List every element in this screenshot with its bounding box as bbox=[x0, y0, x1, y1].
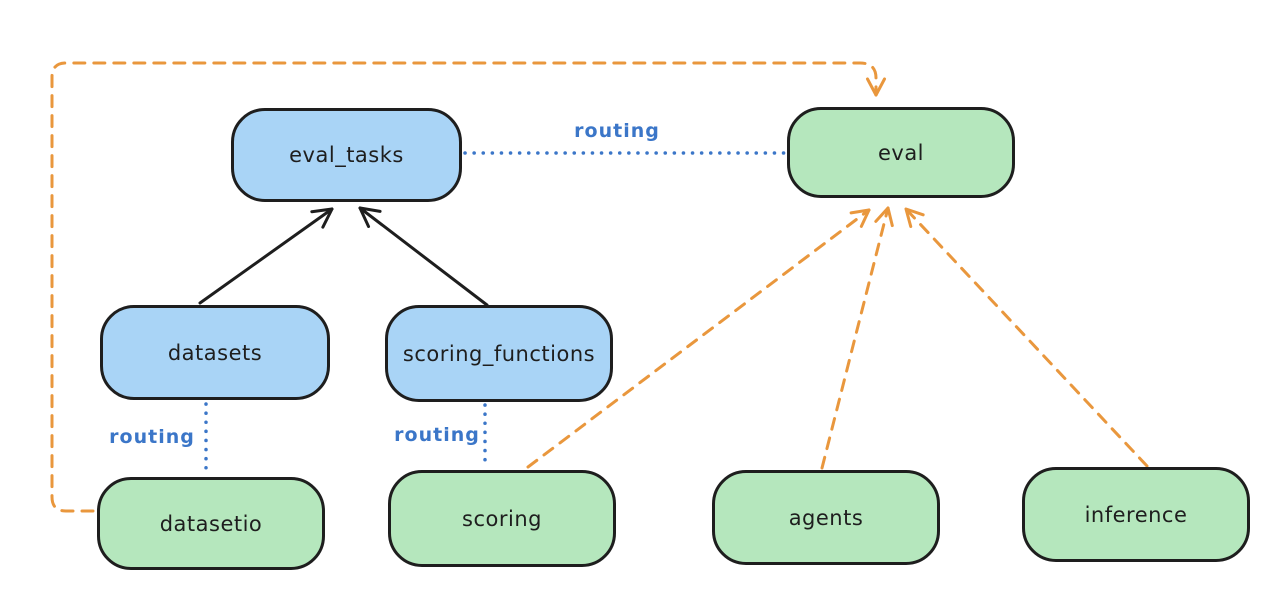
node-scoring: scoring bbox=[388, 470, 616, 567]
edge-scoring-to-eval bbox=[526, 208, 871, 469]
edge-label-routing-scoring_functions-scoring: routing bbox=[394, 424, 480, 446]
node-datasets-label: datasets bbox=[167, 340, 263, 365]
node-agents: agents bbox=[712, 470, 940, 565]
edge-scoring_functions-to-eval_tasks bbox=[358, 206, 489, 307]
node-datasets: datasets bbox=[100, 305, 330, 400]
node-agents-label: agents bbox=[788, 505, 864, 530]
edge-inference-to-eval bbox=[904, 207, 1149, 468]
node-inference-label: inference bbox=[1084, 502, 1188, 527]
node-scoring-label: scoring bbox=[462, 506, 542, 531]
edge-label-routing-datasets-datasetio: routing bbox=[109, 426, 195, 448]
node-inference: inference bbox=[1022, 467, 1250, 562]
node-eval-label: eval bbox=[877, 140, 925, 165]
edge-datasetio-to-eval-loop bbox=[50, 61, 886, 513]
edge-label-routing-eval_tasks-eval: routing bbox=[574, 120, 660, 142]
edge-agents-to-eval bbox=[820, 206, 894, 470]
node-eval_tasks: eval_tasks bbox=[231, 108, 462, 202]
node-scoring_functions-label: scoring_functions bbox=[402, 341, 596, 366]
edge-datasets-to-eval_tasks bbox=[198, 207, 334, 305]
node-eval: eval bbox=[787, 107, 1015, 198]
node-datasetio-label: datasetio bbox=[159, 511, 263, 536]
node-datasetio: datasetio bbox=[97, 477, 325, 570]
node-scoring_functions: scoring_functions bbox=[385, 305, 613, 402]
node-eval_tasks-label: eval_tasks bbox=[289, 143, 404, 167]
